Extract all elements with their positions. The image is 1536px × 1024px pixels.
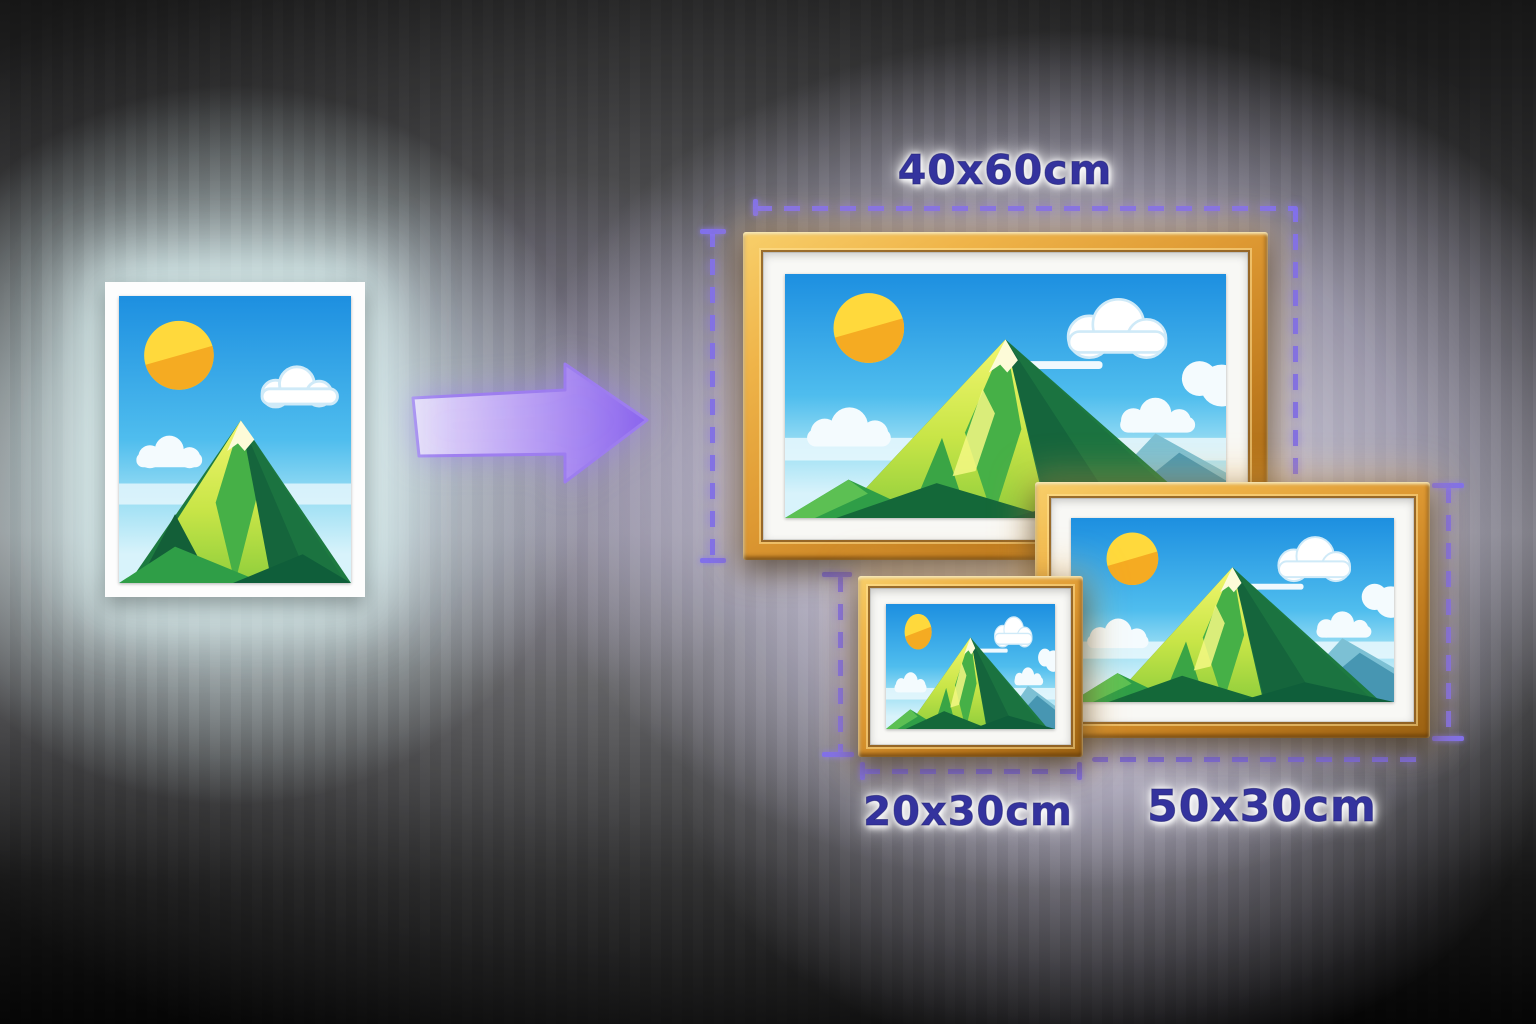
framed-print-50x30 [1035,482,1430,738]
measure-tick [1077,762,1082,780]
measure-line-right-40x60 [1293,206,1298,560]
source-photo [105,282,365,597]
measure-line-top-40x60 [756,206,1296,211]
measure-tick [700,229,726,234]
measure-line-left-40x60 [710,231,715,561]
measure-line-bottom-50x30 [1092,757,1428,762]
measure-line-right-50x30 [1446,487,1451,739]
mountain-sun-print [1071,518,1394,702]
size-label-50x30: 50x30cm [1147,781,1377,833]
arrow-right-icon [411,362,649,484]
size-label-20x30: 20x30cm [863,789,1073,836]
measure-tick [753,199,758,216]
mountain-sun-photo [119,296,351,583]
framed-print-20x30 [858,576,1083,757]
measure-tick [822,752,854,757]
size-label-40x60: 40x60cm [897,146,1113,195]
measure-line-bottom-20x30 [864,769,1078,774]
measure-tick [860,762,865,780]
measure-line-left-20x30 [838,576,843,756]
measure-tick [1432,483,1464,488]
measure-tick [700,558,726,563]
mountain-sun-print [886,604,1055,729]
measure-tick [822,572,852,577]
measure-tick [1432,736,1464,741]
